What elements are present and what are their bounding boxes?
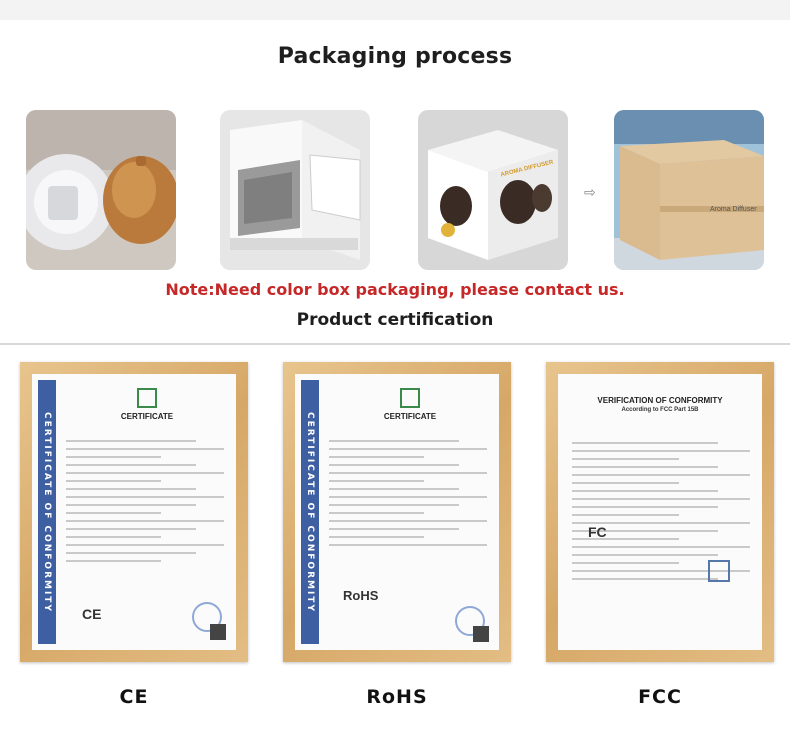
rohs-caption: RoHS [366, 686, 428, 708]
rohs-certificate: CERTIFICATE OF CONFORMITY CERTIFICATE Ro… [283, 362, 511, 662]
carton-label: Aroma Diffuser [710, 206, 757, 213]
ce-caption: CE [119, 686, 149, 708]
fcc-cert-header: VERIFICATION OF CONFORMITY According to … [566, 396, 754, 413]
rohs-certificate-paper: CERTIFICATE OF CONFORMITY CERTIFICATE Ro… [295, 374, 499, 650]
rohs-cert-body [329, 434, 487, 552]
color-box-illustration [418, 110, 568, 270]
cert-logo-icon [400, 388, 420, 408]
arrow-icon: ⇨ [584, 184, 596, 200]
ce-cert-body [66, 434, 224, 568]
fcc-cert-subtitle: According to FCC Part 15B [621, 407, 699, 413]
ce-mark: CE [82, 606, 102, 622]
packaging-note: Note:Need color box packaging, please co… [165, 280, 625, 299]
rohs-cert-header: CERTIFICATE [329, 388, 491, 421]
rohs-mark: RoHS [343, 588, 379, 603]
carton-illustration [614, 110, 764, 270]
fcc-mark: FC [588, 524, 607, 540]
ce-certificate-paper: CERTIFICATE OF CONFORMITY CERTIFICATE CE [32, 374, 236, 650]
fcc-cert-title: VERIFICATION OF CONFORMITY [597, 396, 723, 405]
rohs-side-text: CERTIFICATE OF CONFORMITY [305, 411, 315, 613]
fcc-certificate-paper: VERIFICATION OF CONFORMITY According to … [558, 374, 762, 650]
ce-side-text: CERTIFICATE OF CONFORMITY [42, 411, 52, 613]
seal-icon [455, 606, 485, 636]
section-divider [0, 343, 790, 345]
product-and-packing-photo [26, 110, 176, 270]
color-box-photo: AROMA DIFFUSER [418, 110, 568, 270]
ce-cert-header: CERTIFICATE [66, 388, 228, 421]
rohs-cert-title: CERTIFICATE [383, 412, 437, 421]
open-box-with-foam-photo [220, 110, 370, 270]
carton-photo: Aroma Diffuser [614, 110, 764, 270]
rohs-side-ribbon: CERTIFICATE OF CONFORMITY [301, 380, 319, 644]
lab-logo-icon [708, 560, 730, 582]
ce-cert-title: CERTIFICATE [120, 412, 174, 421]
cert-logo-icon [137, 388, 157, 408]
product-illustration [26, 110, 176, 270]
qr-code-icon [473, 626, 489, 642]
fcc-caption: FCC [638, 686, 682, 708]
open-box-illustration [220, 110, 370, 270]
fcc-certificate: VERIFICATION OF CONFORMITY According to … [546, 362, 774, 662]
certification-heading: Product certification [296, 310, 494, 330]
qr-code-icon [210, 624, 226, 640]
ce-side-ribbon: CERTIFICATE OF CONFORMITY [38, 380, 56, 644]
packaging-heading: Packaging process [277, 44, 513, 69]
seal-icon [192, 602, 222, 632]
fcc-cert-body [572, 436, 750, 586]
ce-certificate: CERTIFICATE OF CONFORMITY CERTIFICATE CE [20, 362, 248, 662]
